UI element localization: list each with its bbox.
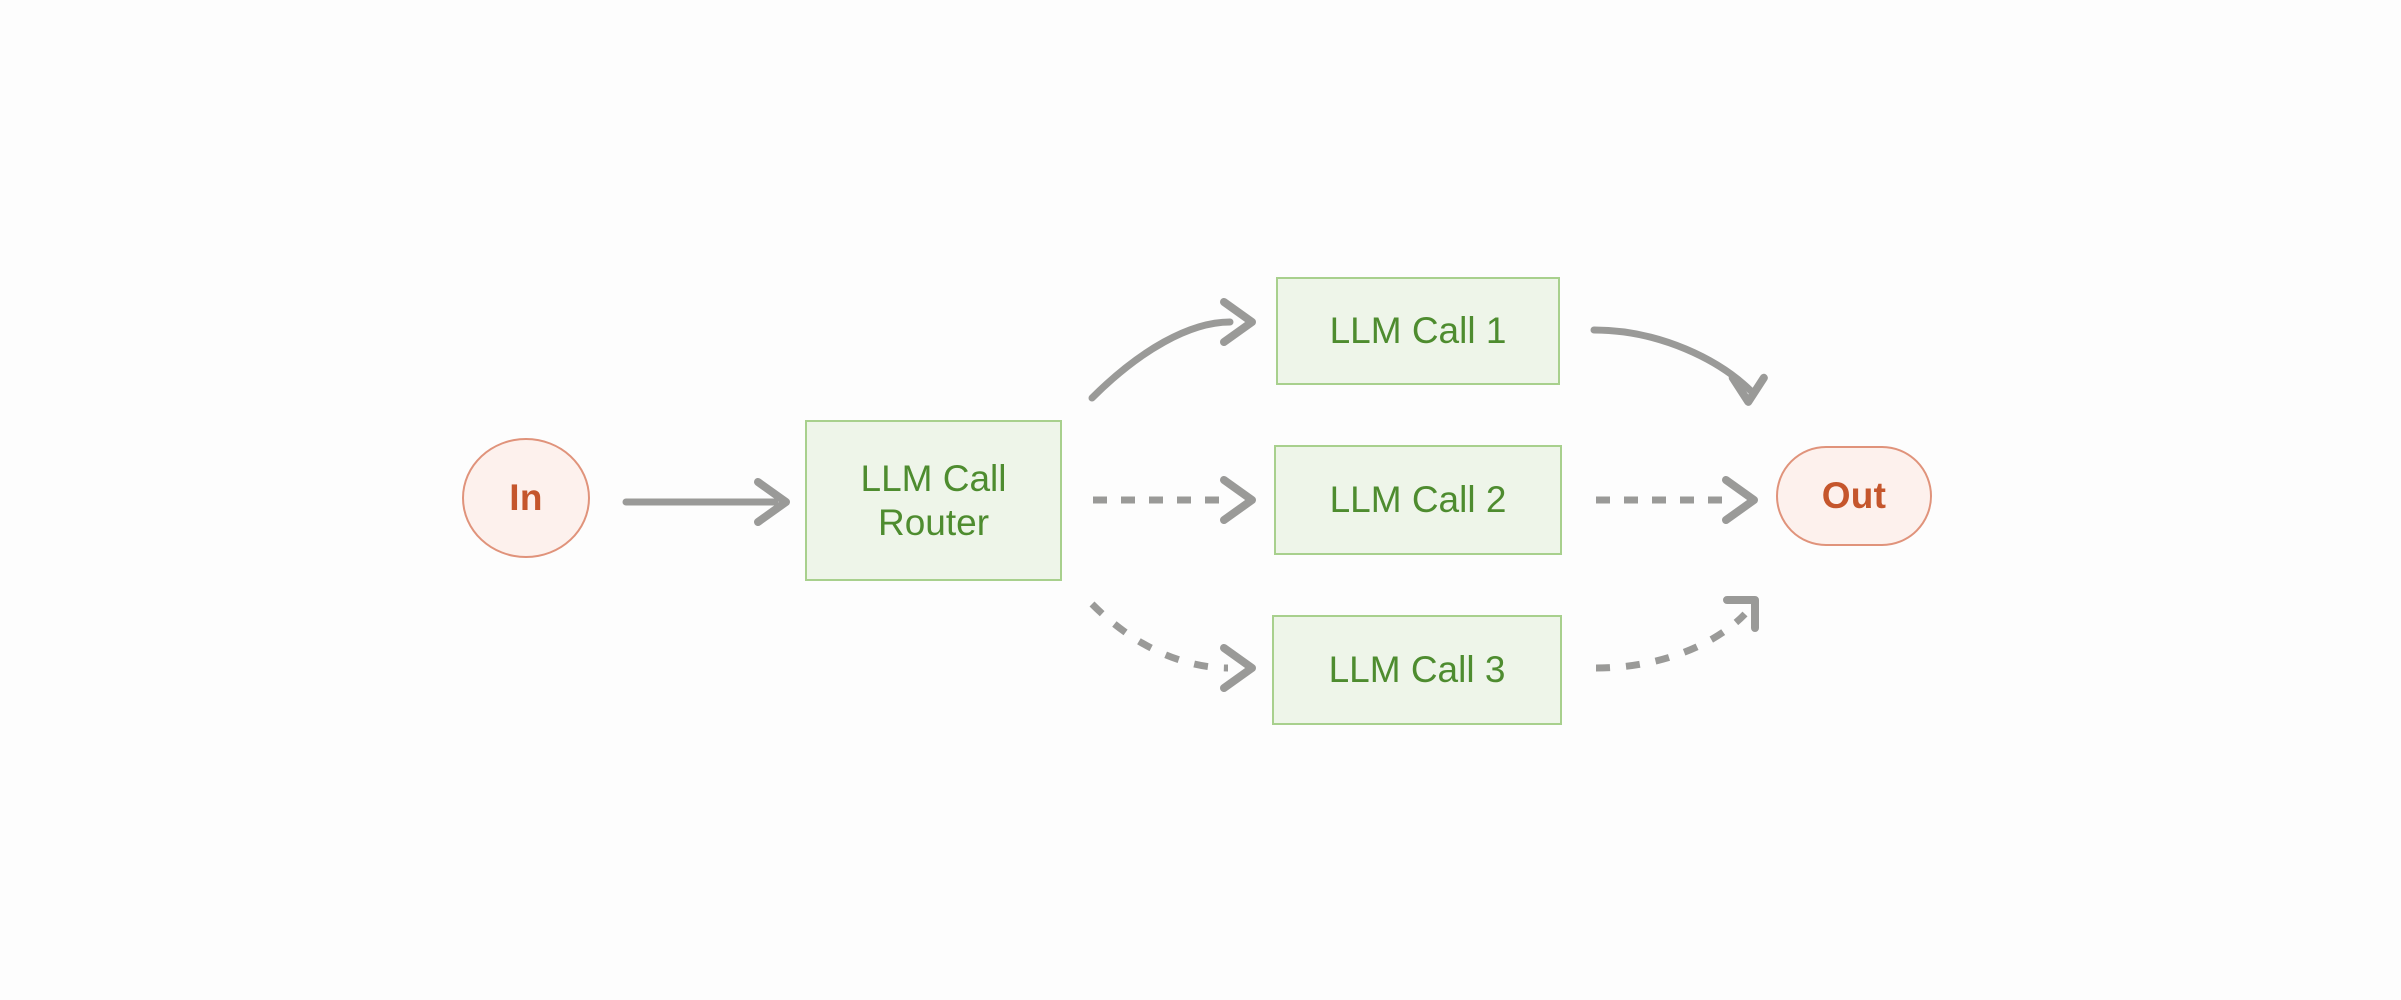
edge-router-to-call1 (1088, 298, 1256, 402)
node-llm-call-3[interactable]: LLM Call 3 (1272, 615, 1562, 725)
node-llm-call-1-label: LLM Call 1 (1329, 310, 1507, 352)
node-router[interactable]: LLM Call Router (805, 420, 1062, 581)
node-output[interactable]: Out (1776, 446, 1932, 546)
edge-call2-to-out (1596, 476, 1758, 524)
node-output-label: Out (1821, 475, 1887, 516)
node-llm-call-3-label: LLM Call 3 (1328, 649, 1506, 691)
edge-call3-to-out (1595, 596, 1759, 672)
node-llm-call-1[interactable]: LLM Call 1 (1276, 277, 1560, 385)
edge-call1-to-out (1590, 326, 1768, 406)
node-input-label: In (509, 477, 543, 518)
edge-router-to-call3 (1089, 601, 1256, 692)
node-router-label: LLM Call Router (860, 458, 1007, 543)
node-llm-call-2-label: LLM Call 2 (1329, 479, 1507, 521)
edge-in-to-router (622, 478, 790, 526)
node-input[interactable]: In (462, 438, 590, 558)
edge-router-to-call2 (1093, 476, 1256, 524)
node-llm-call-2[interactable]: LLM Call 2 (1274, 445, 1562, 555)
